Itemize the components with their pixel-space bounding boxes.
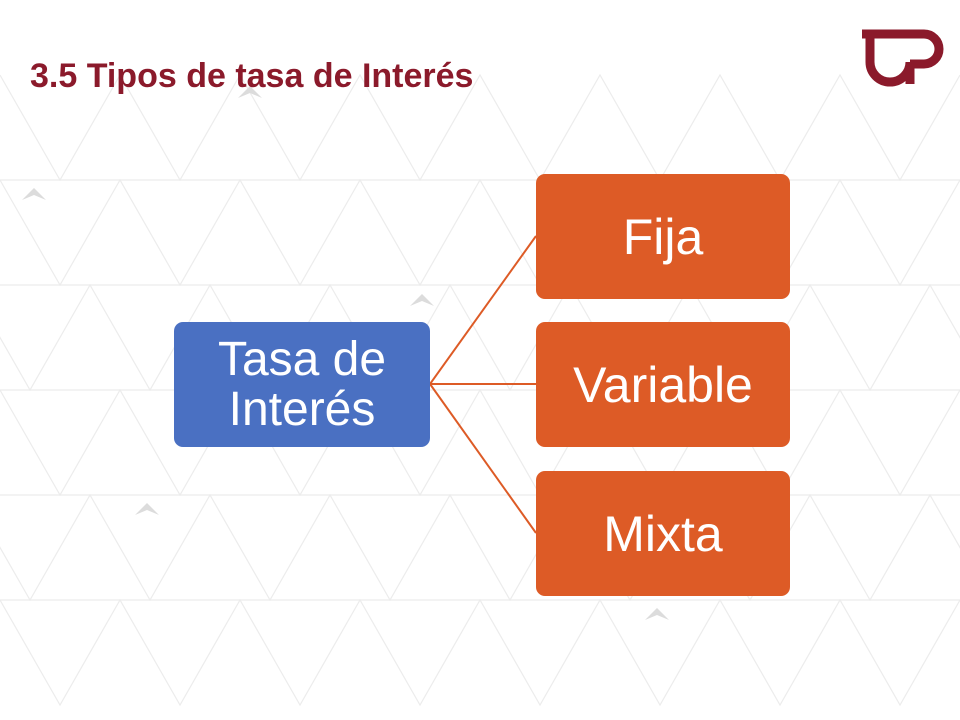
- child-node-mixta: Mixta: [536, 471, 790, 596]
- child-node-label: Variable: [573, 356, 753, 413]
- connector-fija: [429, 235, 537, 385]
- utp-logo-icon: [862, 29, 944, 87]
- root-node-tasa-de-interes: Tasa de Interés: [174, 322, 430, 447]
- connector-mixta: [429, 383, 537, 534]
- child-node-variable: Variable: [536, 322, 790, 447]
- child-node-fija: Fija: [536, 174, 790, 299]
- child-node-label: Mixta: [603, 505, 723, 562]
- child-node-label: Fija: [622, 208, 704, 265]
- slide-title: 3.5 Tipos de tasa de Interés: [30, 57, 474, 95]
- root-node-label: Tasa de Interés: [217, 332, 387, 436]
